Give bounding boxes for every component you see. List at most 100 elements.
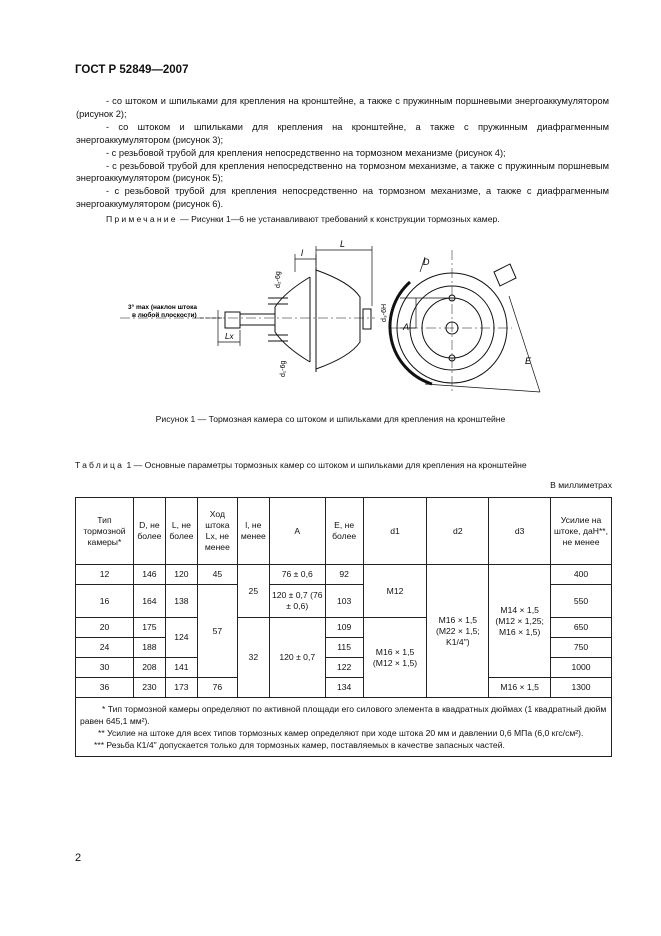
cell: 230 — [132, 677, 166, 698]
table-caption: Таблица 1 — Основные параметры тормозных… — [75, 460, 527, 470]
cell: 24 — [75, 637, 134, 658]
cell: 124 — [164, 617, 198, 658]
table-footnotes-row: * Тип тормозной камеры определяют по акт… — [75, 697, 612, 757]
table-row: 30 208 141 122 1000 — [75, 657, 612, 678]
cell: 120 ± 0,7 — [268, 617, 326, 698]
cell: 400 — [550, 564, 612, 585]
cell: 164 — [132, 584, 166, 618]
units-note: В миллиметрах — [550, 480, 612, 490]
col-d1: d1 — [362, 497, 428, 565]
cell: 30 — [75, 657, 134, 678]
table-row: 36 230 173 76 134 M16 × 1,5 1300 — [75, 677, 612, 698]
dim-L: L — [340, 239, 345, 249]
table-caption-text: 1 — Основные параметры тормозных камер с… — [124, 460, 527, 470]
cell: M16 × 1,5 (M12 × 1,5) — [362, 617, 428, 698]
cell: 146 — [132, 564, 166, 585]
col-d2: d2 — [426, 497, 490, 565]
cell: 141 — [164, 657, 198, 678]
table-row: 24 188 115 750 — [75, 637, 612, 658]
cell: 120 ± 0,7 (76 ± 0,6) — [268, 584, 326, 618]
port-fitting — [362, 308, 372, 330]
footnote: ** Усилие на штоке для всех типов тормоз… — [98, 728, 584, 738]
cell: 122 — [324, 657, 364, 678]
list-item: - с резьбовой трубой для крепления непос… — [106, 147, 506, 158]
parameters-table: Тип тормозной камеры* D, не более L, не … — [75, 497, 612, 757]
cell: 138 — [164, 584, 198, 618]
cell: 550 — [550, 584, 612, 618]
list-item: - со штоком и шпильками для крепления на… — [76, 121, 609, 145]
cell: 650 — [550, 617, 612, 638]
col-D: D, не более — [132, 497, 166, 565]
angle-note-2: в любой плоскости) — [132, 311, 197, 319]
cell: 20 — [75, 617, 134, 638]
figure-caption: Рисунок 1 — Тормозная камера со штоком и… — [155, 414, 506, 424]
col-l: l, не менее — [236, 497, 270, 565]
angle-note: 3° max (наклон штока — [128, 303, 197, 311]
cell: 208 — [132, 657, 166, 678]
cell: 1000 — [550, 657, 612, 678]
cell: 188 — [132, 637, 166, 658]
chamber-cover-right — [315, 269, 361, 370]
clamp-band — [388, 280, 433, 386]
col-type: Тип тормозной камеры* — [75, 497, 134, 565]
cell: 134 — [324, 677, 364, 698]
col-L: L, не более — [164, 497, 198, 565]
cell: 32 — [236, 617, 270, 698]
cell: 175 — [132, 617, 166, 638]
col-A: A — [268, 497, 326, 565]
footnote: *** Резьба К1/4" допускается только для … — [94, 740, 505, 750]
cell: M16 × 1,5 — [488, 677, 552, 698]
cell: 92 — [324, 564, 364, 585]
chamber-cover-left — [274, 276, 311, 363]
dim-Lx: Lx — [225, 332, 234, 341]
cell: 76 — [196, 677, 238, 698]
cell: 16 — [75, 584, 134, 618]
note-label: Примечание — [106, 214, 178, 224]
rod-body — [240, 313, 275, 326]
table-label: Таблица — [75, 460, 125, 470]
col-E: E, не более — [324, 497, 364, 565]
page-number: 2 — [75, 852, 82, 864]
cell: 76 ± 0,6 — [268, 564, 326, 585]
figure-1-drawing: l L Lx 3° max (наклон штока в любой плос… — [120, 239, 541, 393]
col-stroke: Ход штока Lx, не менее — [196, 497, 238, 565]
dim-d1: d₁-6g — [280, 361, 287, 377]
cell: 57 — [196, 584, 238, 678]
footnote: * Тип тормозной камеры определяют по акт… — [80, 704, 607, 726]
rod-end — [224, 311, 241, 329]
cell: 1300 — [550, 677, 612, 698]
stud-top — [268, 297, 288, 305]
note-text: — Рисунки 1—6 не устанавливают требовани… — [177, 214, 500, 224]
dim-E: E — [525, 356, 532, 366]
cell: M14 × 1,5 (M12 × 1,25; M16 × 1,5) — [488, 564, 552, 678]
stud-bottom — [268, 334, 288, 342]
cell: 25 — [236, 564, 270, 618]
note: Примечание — Рисунки 1—6 не устанавливаю… — [106, 214, 500, 224]
list-item: - с резьбовой трубой для крепления непос… — [76, 160, 609, 184]
cell: 750 — [550, 637, 612, 658]
body-text: - со штоком и шпильками для крепления на… — [76, 95, 609, 211]
col-d3: d3 — [488, 497, 552, 565]
document-header: ГОСТ Р 52849—2007 — [75, 64, 189, 76]
cell: 103 — [324, 584, 364, 618]
cell: 45 — [196, 564, 238, 585]
cell: M16 × 1,5 (M22 × 1,5; K1/4") — [426, 564, 490, 698]
col-force: Усилие на штоке, даН**, не менее — [550, 497, 612, 565]
cell: 12 — [75, 564, 134, 585]
cell: 109 — [324, 617, 364, 638]
table-header-row: Тип тормозной камеры* D, не более L, не … — [75, 497, 612, 565]
list-item: - с резьбовой трубой для крепления непос… — [76, 186, 609, 210]
cell: 36 — [75, 677, 134, 698]
table-footnotes: * Тип тормозной камеры определяют по акт… — [75, 697, 612, 757]
cell: 115 — [324, 637, 364, 658]
list-item: - со штоком и шпильками для крепления на… — [76, 96, 609, 119]
dim-l: l — [301, 248, 304, 258]
cell: 173 — [164, 677, 198, 698]
cell: 120 — [164, 564, 198, 585]
fitting-front — [493, 263, 517, 287]
dim-A: A — [402, 322, 409, 332]
table-row: 12 146 120 45 25 76 ± 0,6 92 M12 M16 × 1… — [75, 564, 612, 698]
dim-d3: d₃-6H — [381, 304, 388, 322]
dim-D: D — [423, 257, 430, 267]
dim-d2: d₂-6g — [275, 271, 282, 288]
